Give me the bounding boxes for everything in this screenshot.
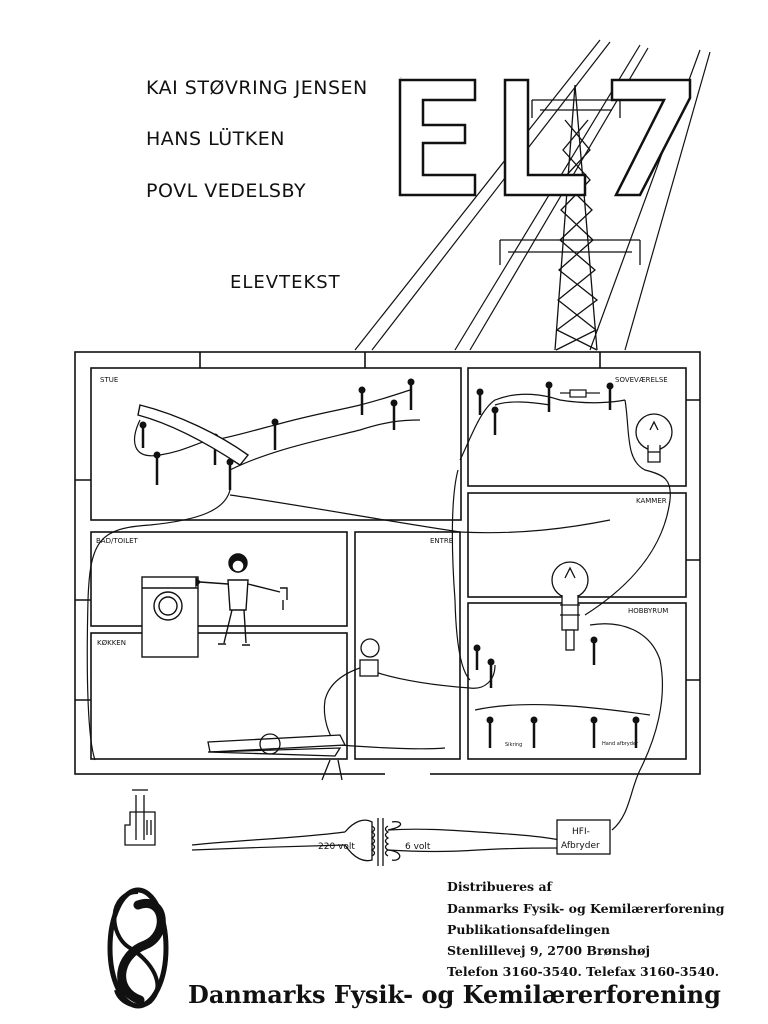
wiring <box>86 389 671 853</box>
sikring-label: Sikring <box>505 742 522 748</box>
subtitle: ELEVTEKST <box>230 272 341 293</box>
dfk-logo <box>107 887 169 1009</box>
author-3: POVL VEDELSBY <box>146 180 307 202</box>
room-label-stue: STUE <box>100 376 118 384</box>
organization-name: Danmarks Fysik- og Kemilærerforening <box>188 980 721 1009</box>
nail-heads <box>139 378 640 724</box>
room-label-entre: ENTRE <box>430 537 453 545</box>
pylon-icon <box>499 84 641 351</box>
floor-plan <box>74 351 701 776</box>
person-icon <box>195 553 288 646</box>
title-logo <box>398 78 692 197</box>
author-2: HANS LÜTKEN <box>146 128 285 150</box>
plank-icon <box>137 404 250 466</box>
bulb-icon-hobbyrum <box>551 561 589 651</box>
hfi-breaker: HFI- Afbryder <box>556 819 611 855</box>
power-plant-icon <box>124 789 156 846</box>
nail-pins <box>141 382 638 748</box>
author-1: KAI STØVRING JENSEN <box>146 77 368 99</box>
room-label-kokken: KØKKEN <box>97 639 126 647</box>
bell-icon <box>359 638 380 677</box>
hand-afbryder-label: Hand afbryder <box>602 741 639 747</box>
distribution-line-5: Telefon 3160-3540. Telefax 3160-3540. <box>447 964 720 979</box>
distribution-line-3: Publikationsafdelingen <box>447 922 611 937</box>
voltage-220-label: 220 volt <box>318 842 355 852</box>
voltage-6-label: 6 volt <box>405 842 431 852</box>
room-label-hobbyrum: HOBBYRUM <box>628 607 668 615</box>
fuse-icon <box>560 389 600 398</box>
hfi-label-2: Afbryder <box>561 841 600 851</box>
room-label-bad-toilet: BAD/TOILET <box>96 537 139 545</box>
washing-machine-icon <box>141 576 199 658</box>
transformer-icon <box>344 818 402 866</box>
distribution-line-1: Distribueres af <box>447 879 552 894</box>
clothespin-icon <box>207 733 347 781</box>
title-text: EL 7 <box>400 77 403 79</box>
distribution-line-2: Danmarks Fysik- og Kemilærerforening <box>447 901 725 916</box>
room-label-sovevaerelse: SOVEVÆRELSE <box>615 376 668 384</box>
distribution-line-4: Stenlillevej 9, 2700 Brønshøj <box>447 943 650 958</box>
bulb-icon <box>635 413 673 463</box>
hfi-label-1: HFI- <box>572 827 590 837</box>
room-label-kammer: KAMMER <box>636 497 667 505</box>
power-lines <box>354 39 711 351</box>
